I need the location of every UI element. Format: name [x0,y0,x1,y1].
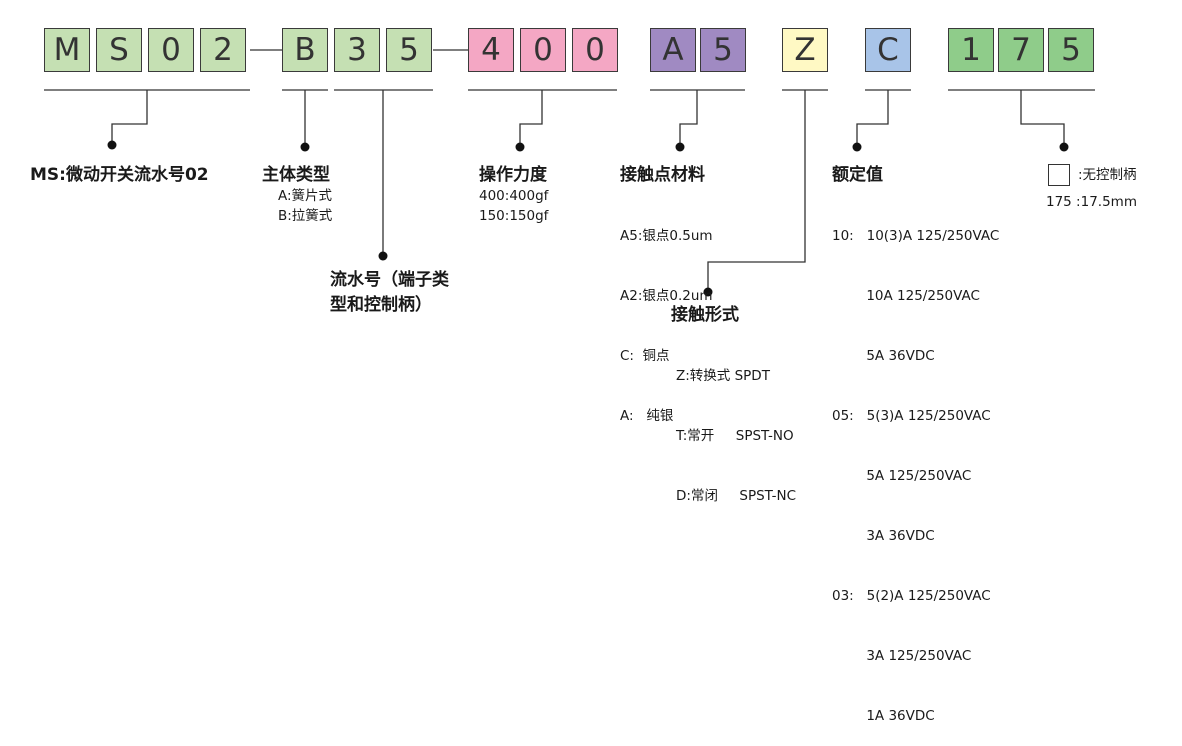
leader-force [519,90,543,147]
label-contact-form-list: Z:转换式 SPDT T:常开 SPST-NO D:常闭 SPST-NC [676,326,796,526]
code-box-5: 5 [386,28,432,72]
label-handle-none: :无控制柄 [1078,167,1137,183]
blank-handle-square [1048,164,1070,186]
label-rating-title: 额定值 [832,165,883,185]
contact-t: T:常开 SPST-NO [676,428,794,444]
label-force-list: 400:400gf 150:150gf [479,186,548,226]
material-c: C: 铜点 [620,348,670,364]
force-150: 150:150gf [479,208,549,224]
contact-d: D:常闭 SPST-NC [676,488,797,504]
label-body-type-list: A:簧片式 B:拉簧式 [278,186,332,226]
code-box-0a: 0 [520,28,566,72]
code-box-2: 2 [200,28,246,72]
code-box-1: 1 [948,28,994,72]
dot-ms [107,140,117,150]
leader-rating [856,90,889,147]
material-a5: A5:银点0.5um [620,228,713,244]
leader-ms [111,90,148,142]
leader-contact-form [707,90,806,292]
code-box-3: 3 [334,28,380,72]
contact-z: Z:转换式 SPDT [676,368,770,384]
rating-line-3: 5A 36VDC [832,348,935,364]
connector-lines [44,49,1095,297]
label-body-type-title: 主体类型 [262,165,330,185]
code-box-5c: 5 [1048,28,1094,72]
code-box-7: 7 [998,28,1044,72]
dot-material [675,142,685,152]
dot-handle [1059,142,1069,152]
label-serial-title: 流水号（端子类型和控制柄） [330,270,449,315]
label-rating-list: 10: 10(3)A 125/250VAC 10A 125/250VAC 5A … [832,186,999,746]
dot-serial [378,251,388,261]
rating-line-1: 10: 10(3)A 125/250VAC [832,228,1000,244]
dot-rating [852,142,862,152]
rating-line-2: 10A 125/250VAC [832,288,980,304]
dot-body [300,142,310,152]
code-box-a: A [650,28,696,72]
code-box-5b: 5 [700,28,746,72]
leader-handle [1020,90,1065,147]
rating-line-7: 03: 5(2)A 125/250VAC [832,588,991,604]
label-ms: MS:微动开关流水号02 [30,165,209,185]
rating-line-8: 3A 125/250VAC [832,648,972,664]
dot-force [515,142,525,152]
code-box-b: B [282,28,328,72]
force-400: 400:400gf [479,188,549,204]
code-box-m: M [44,28,90,72]
label-force-title: 操作力度 [479,165,547,185]
dot-contact-form [703,287,713,297]
code-box-c: C [865,28,911,72]
rating-line-5: 5A 125/250VAC [832,468,972,484]
label-material-title: 接触点材料 [620,165,705,185]
code-box-s: S [96,28,142,72]
body-type-b: B:拉簧式 [278,208,333,224]
label-handle-175: 175 :17.5mm [1046,194,1137,210]
code-box-0b: 0 [572,28,618,72]
rating-line-6: 3A 36VDC [832,528,935,544]
code-box-0: 0 [148,28,194,72]
label-contact-form-title: 接触形式 [671,305,739,325]
rating-line-9: 1A 36VDC [832,708,935,724]
code-box-4: 4 [468,28,514,72]
leader-material [679,90,698,147]
material-a2: A2:银点0.2um [620,288,713,304]
rating-line-4: 05: 5(3)A 125/250VAC [832,408,991,424]
code-box-z: Z [782,28,828,72]
body-type-a: A:簧片式 [278,188,333,204]
